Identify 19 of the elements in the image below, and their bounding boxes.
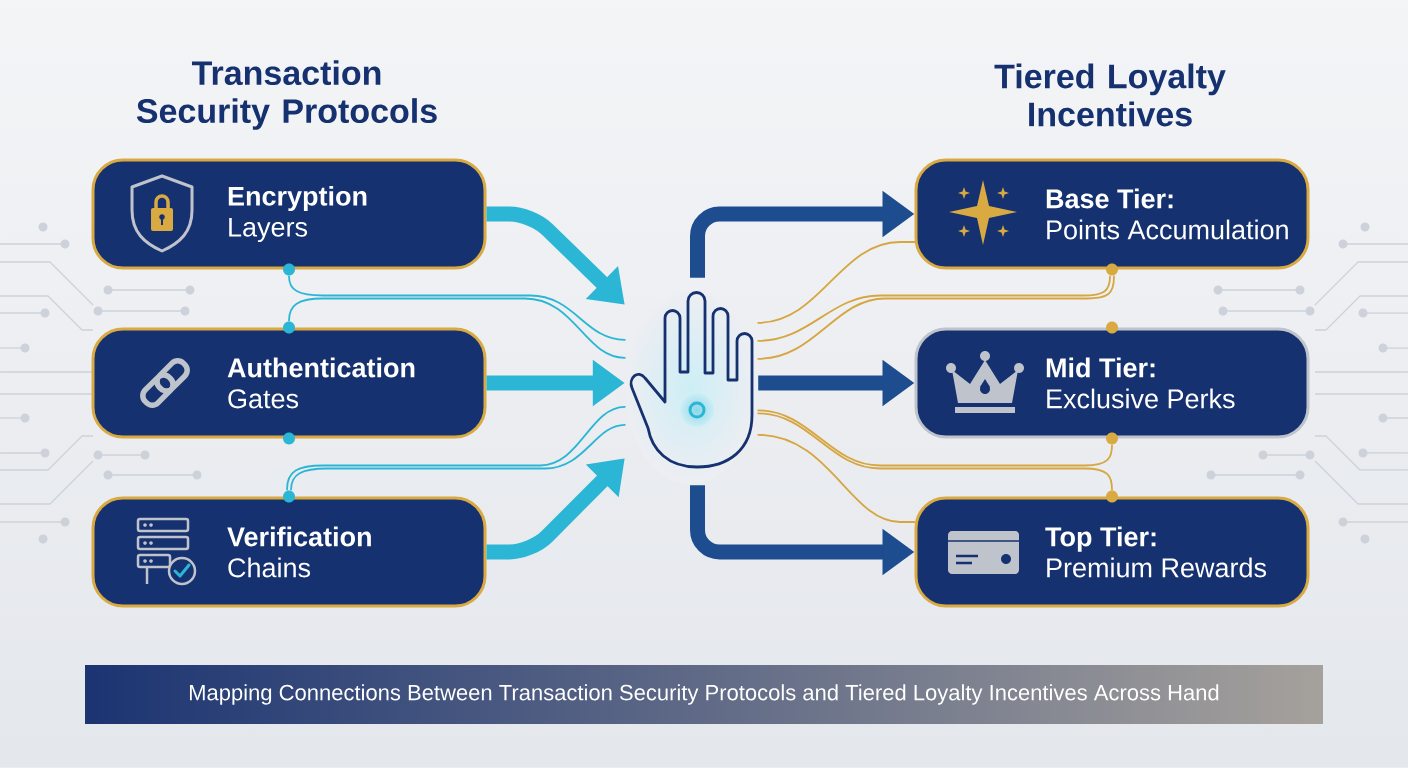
caption: Mapping Connections Between Transaction Security Protocols and Tiered Loyalty Incentives Across Hand (190, 684, 1219, 705)
connector-line (757, 275, 1115, 360)
connector-line (290, 423, 626, 491)
rounded-box: Base Tier: Points Accumulation (914, 158, 1310, 276)
connector-line (286, 405, 626, 491)
rounded-box: Encryption Layers (91, 158, 487, 276)
connector-line (288, 275, 626, 341)
connector-line (757, 433, 916, 523)
connector-line (757, 409, 1113, 467)
rounded-box: Authentication Gates (91, 321, 487, 445)
connector-line (757, 241, 916, 324)
rounded-box: Mid Tier: Exclusive Perks (914, 321, 1310, 445)
hand-icon (629, 291, 754, 469)
connector-line (757, 275, 1111, 342)
connector-line (288, 297, 626, 359)
connector-line (757, 412, 1113, 491)
rounded-box: Verification Chains (91, 490, 487, 608)
rounded-box: Top Tier: Premium Rewards (914, 490, 1310, 608)
column-heading: Tiered Loyalty Incentives (994, 63, 1226, 127)
